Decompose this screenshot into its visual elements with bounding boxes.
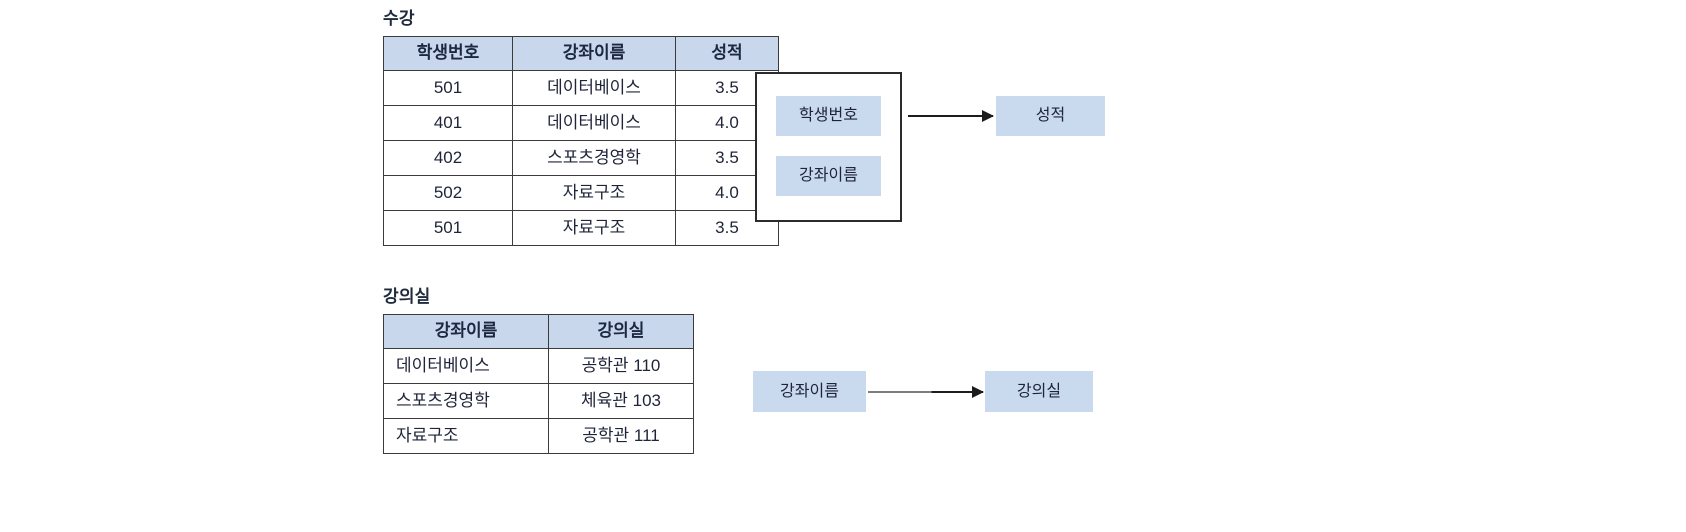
column-header-student-id: 학생번호 xyxy=(383,35,513,71)
cell-classroom: 공학관 110 xyxy=(548,347,694,384)
cell-course-name: 자료구조 xyxy=(383,417,549,454)
column-header-course-name: 강좌이름 xyxy=(383,313,549,349)
dependency-arrow-icon xyxy=(908,110,994,122)
dependent-pill-classroom: 강의실 xyxy=(985,371,1093,412)
cell-student-id: 402 xyxy=(383,139,513,176)
determinant-pill-course-name: 강좌이름 xyxy=(776,156,881,196)
table-block-gangui: 강의실 강좌이름 강의실 데이터베이스 공학관 110 스포츠경영학 체육관 1… xyxy=(383,287,694,454)
data-table-gangui: 강좌이름 강의실 데이터베이스 공학관 110 스포츠경영학 체육관 103 자… xyxy=(383,313,694,454)
column-header-classroom: 강의실 xyxy=(548,313,694,349)
table-row: 502 자료구조 4.0 xyxy=(383,174,779,211)
table-header-row: 강좌이름 강의실 xyxy=(383,313,694,349)
table-caption-sugang: 수강 xyxy=(383,9,415,28)
cell-course-name: 데이터베이스 xyxy=(383,347,549,384)
determinant-pill-student-id: 학생번호 xyxy=(776,96,881,136)
cell-classroom: 체육관 103 xyxy=(548,382,694,419)
dependent-pill-grade: 성적 xyxy=(996,96,1105,136)
determinant-pill-course-name: 강좌이름 xyxy=(753,371,866,412)
cell-course-name: 데이터베이스 xyxy=(512,104,676,141)
column-header-grade: 성적 xyxy=(675,35,779,71)
cell-classroom: 공학관 111 xyxy=(548,417,694,454)
cell-course-name: 자료구조 xyxy=(512,209,676,246)
dependency-arrow-icon xyxy=(868,386,984,398)
cell-student-id: 501 xyxy=(383,209,513,246)
cell-course-name: 자료구조 xyxy=(512,174,676,211)
table-row: 자료구조 공학관 111 xyxy=(383,417,694,454)
cell-course-name: 데이터베이스 xyxy=(512,69,676,106)
table-caption-gangui: 강의실 xyxy=(383,287,431,306)
table-row: 데이터베이스 공학관 110 xyxy=(383,347,694,384)
table-header-row: 학생번호 강좌이름 성적 xyxy=(383,35,779,71)
